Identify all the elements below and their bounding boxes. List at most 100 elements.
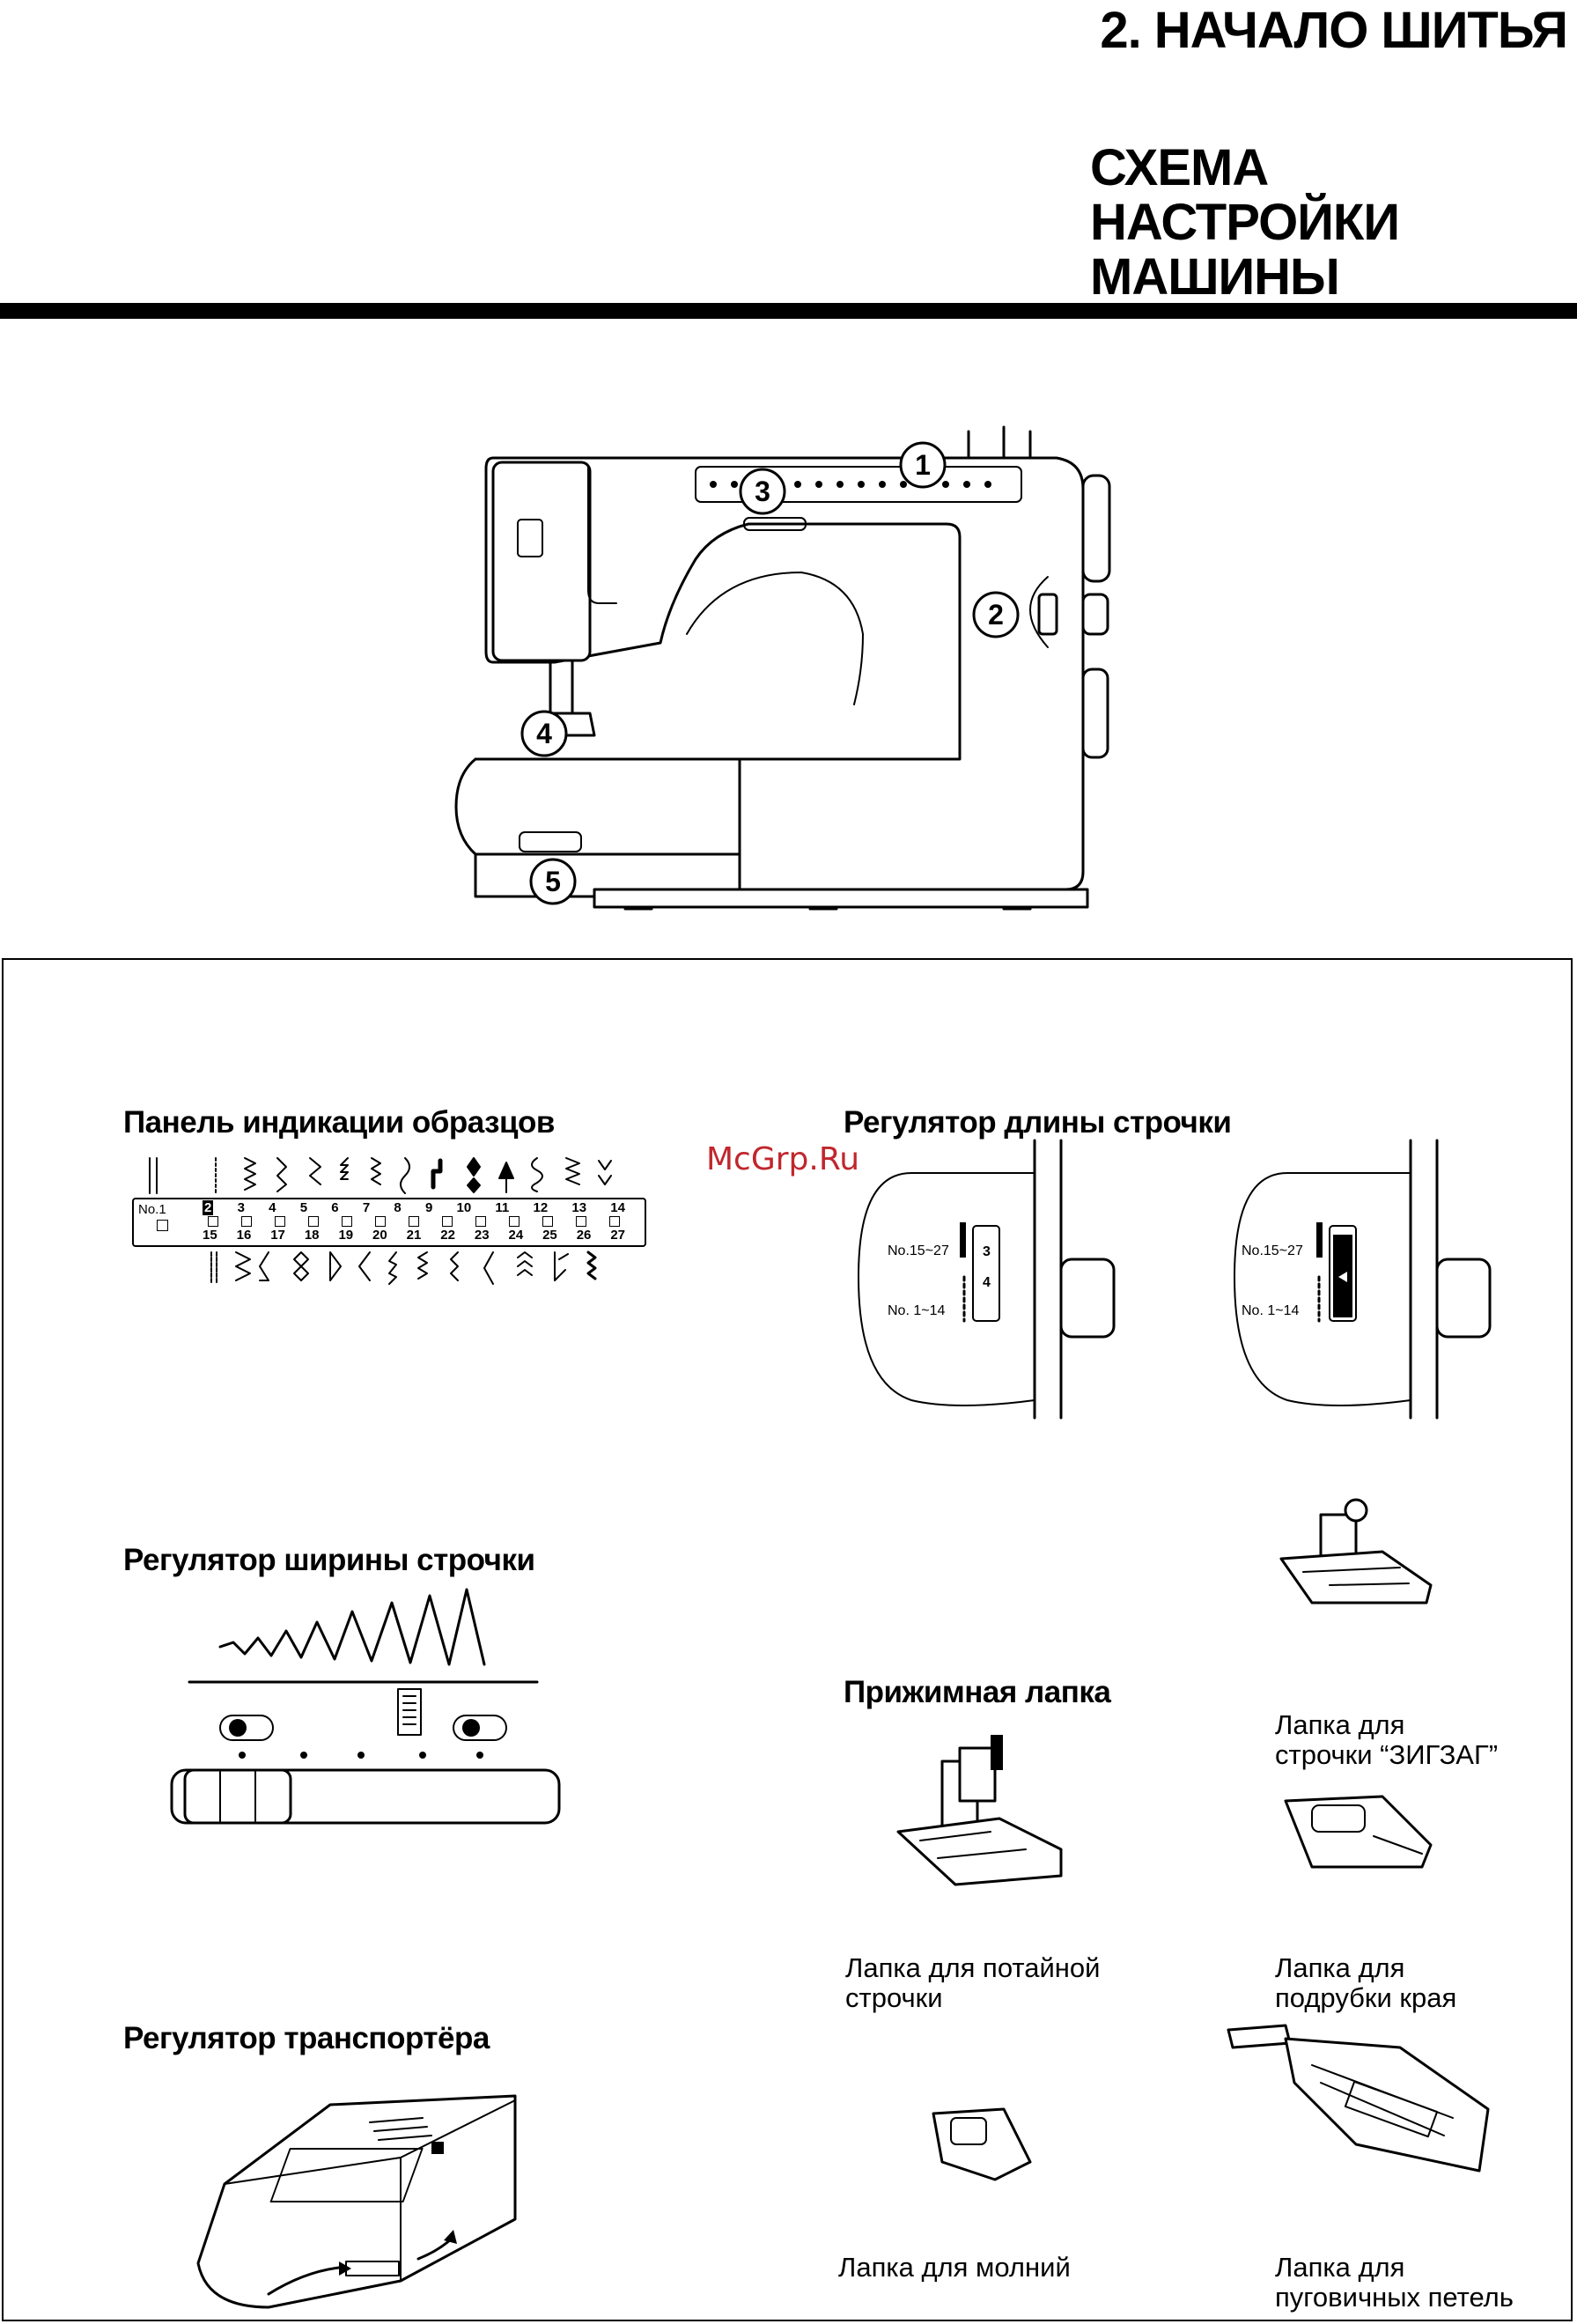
sewing-machine-illustration (454, 425, 1111, 911)
label-line: Лапка для (1275, 1709, 1405, 1740)
pattern-number: 3 (237, 1200, 245, 1215)
pattern-number: 26 (576, 1228, 592, 1243)
stitch-length-title: Регулятор длины строчки (844, 1105, 1232, 1140)
free-arm (454, 757, 741, 856)
blind-hem-foot-label: Лапка для потайной строчки (845, 1953, 1100, 2013)
range-lower-label: No. 1~14 (1242, 1303, 1300, 1318)
machine-bed (593, 888, 1089, 909)
stitch-icon (467, 1157, 481, 1193)
pattern-number: 23 (474, 1228, 490, 1243)
length-knob (1435, 1258, 1492, 1339)
pattern-number: 11 (495, 1200, 510, 1215)
indicator-dot (963, 481, 970, 488)
foot-clip (1227, 2024, 1292, 2049)
watermark: McGrp.Ru (706, 1141, 860, 1177)
foot-holder (958, 1746, 997, 1803)
width-position-b (453, 1715, 507, 1741)
foot-sole (1279, 1550, 1433, 1605)
free-arm-edges (224, 2099, 516, 2282)
indicator-dot (731, 481, 738, 488)
zigzag-width-icon (218, 1588, 486, 1666)
buttonhole-foot-label: Лапка для пуговичных петель (1275, 2253, 1514, 2313)
pattern-number: 20 (372, 1228, 387, 1243)
pointer-icon (1338, 1272, 1347, 1282)
feed-lever (345, 2261, 400, 2276)
length-dial (1037, 593, 1058, 636)
pattern-number: 15 (203, 1228, 217, 1243)
spool-pins (967, 425, 1032, 460)
foot-sole (896, 1817, 1063, 1886)
pattern-number: 16 (236, 1228, 252, 1243)
stitch-icon (498, 1162, 514, 1193)
indicator-dot (836, 481, 844, 488)
callout-number: 2 (988, 599, 1004, 631)
pattern-number: 14 (610, 1200, 625, 1215)
arrow-icon (444, 2230, 457, 2244)
callout-2: 2 (972, 591, 1020, 638)
machine-edge (1409, 1139, 1439, 1420)
dial-housing (858, 1172, 1035, 1406)
pattern-number: 17 (270, 1228, 285, 1243)
foot-shank (1319, 1513, 1358, 1560)
accessory-box (519, 831, 582, 852)
stitch-icon (431, 1158, 443, 1190)
header-rule (0, 303, 1577, 319)
dial-value: 4 (983, 1275, 991, 1290)
stitch-icon (400, 1157, 410, 1194)
handwheel (1081, 474, 1111, 583)
pattern-number: 13 (571, 1200, 587, 1215)
label-line: строчки “ЗИГЗАГ” (1275, 1739, 1499, 1770)
pattern-number: 7 (362, 1200, 371, 1215)
width-position-a (219, 1715, 274, 1741)
pattern-no1-label: No.1 (138, 1202, 166, 1217)
pattern-glyphs-top (149, 1157, 612, 1194)
label-line: Лапка для (1275, 1952, 1405, 1983)
stitch-icon (340, 1157, 349, 1180)
feed-dog-teeth (369, 2117, 432, 2141)
callout-number: 5 (545, 866, 561, 897)
length-dial (972, 1225, 1000, 1322)
label-line: Лапка для потайной (845, 1952, 1101, 1983)
callout-number: 4 (536, 718, 552, 749)
machine-edge (1033, 1139, 1063, 1420)
chapter-title: 2. НАЧАЛО ШИТЬЯ (1100, 2, 1568, 59)
buttonhole-foot-illustration (1227, 2024, 1490, 2173)
stitch-width-title: Регулятор ширины строчки (123, 1543, 535, 1577)
section-title-line: НАСТРОЙКИ (1090, 194, 1400, 251)
range-marker (1316, 1222, 1323, 1258)
width-slider-knob (183, 1768, 292, 1825)
section-title-line: МАШИНЫ (1090, 248, 1340, 306)
straight-stitch-icon (149, 1157, 158, 1194)
thread-guide (517, 519, 543, 557)
pattern-number: 21 (406, 1228, 422, 1243)
pattern-number: 5 (299, 1200, 308, 1215)
zipper-foot-illustration (932, 2107, 1032, 2181)
section-title: СХЕМА НАСТРОЙКИ МАШИНЫ (1090, 141, 1400, 306)
zigzag-foot-label: Лапка для строчки “ЗИГЗАГ” (1275, 1710, 1498, 1770)
stitch-length-dial-a (858, 1139, 1116, 1420)
presser-foot-title: Прижимная лапка (844, 1675, 1111, 1709)
pattern-top-numbers: 2 3 4 5 6 7 8 9 10 11 12 13 14 (203, 1200, 625, 1215)
range-lower-label: No. 1~14 (888, 1303, 946, 1318)
hemmer-foot-label: Лапка для подрубки края (1275, 1953, 1456, 2013)
pattern-number: 6 (331, 1200, 339, 1215)
feed-dog-illustration (196, 2094, 517, 2309)
pattern-number: 8 (394, 1200, 402, 1215)
callout-number: 1 (915, 449, 931, 481)
dial-value: 3 (983, 1244, 991, 1259)
arm-opening (686, 572, 864, 705)
callout-5: 5 (529, 858, 577, 905)
indicator-dot (710, 481, 717, 488)
stitch-width-control (170, 1588, 561, 1825)
pattern-number: 9 (424, 1200, 433, 1215)
pattern-number: 4 (269, 1200, 276, 1215)
indicator-dot (984, 481, 991, 488)
stitch-icon (531, 1157, 543, 1192)
pattern-number: 12 (533, 1200, 549, 1215)
pattern-number: 27 (610, 1228, 625, 1243)
foot-screw (991, 1735, 1003, 1770)
pattern-number: 25 (542, 1228, 557, 1243)
callout-3: 3 (739, 468, 786, 515)
stitch-icon (309, 1157, 321, 1185)
stitch-icon (244, 1157, 256, 1191)
